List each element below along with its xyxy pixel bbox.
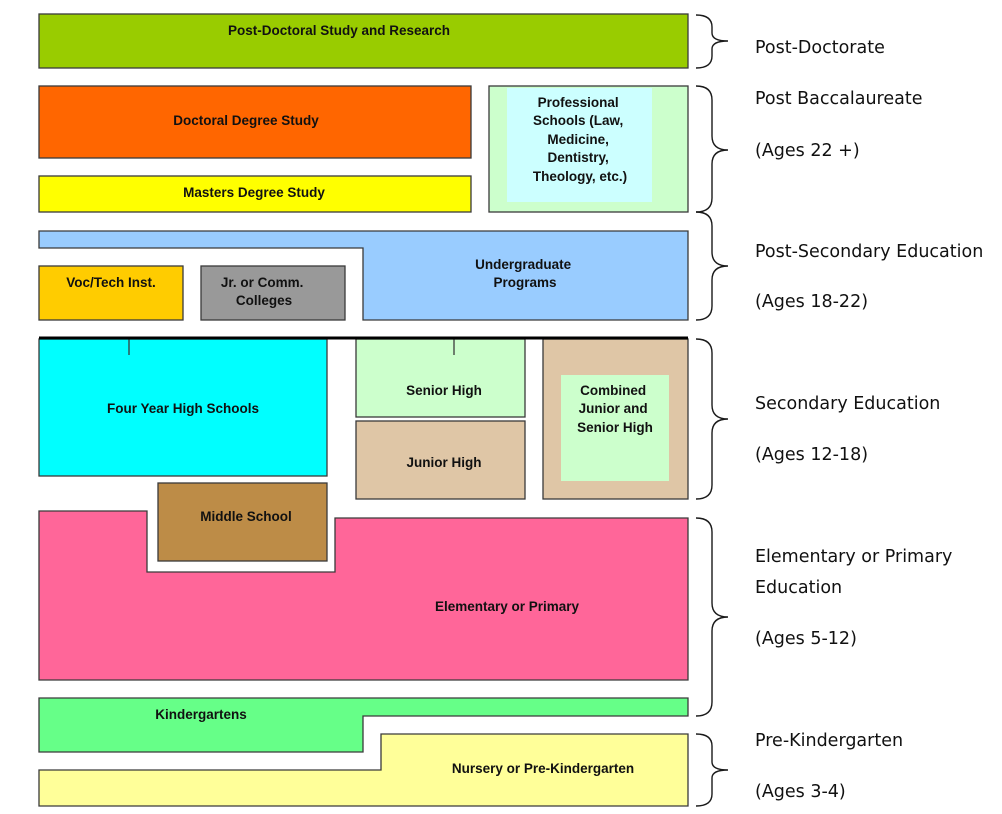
undergraduate-label: Undergraduate Programs: [475, 257, 575, 290]
level-secondary: Secondary Education: [755, 394, 940, 414]
block-kindergartens: Kindergartens: [38, 697, 689, 753]
combined-line: Combined: [580, 383, 646, 398]
level-post-baccalaureate: Post Baccalaureate: [755, 89, 922, 109]
professional-label: Professional Schools (Law, Medicine, Den…: [533, 95, 627, 184]
brace-post-secondary: [695, 211, 729, 321]
level-elementary-line1: Elementary or Primary: [755, 547, 952, 567]
voc-tech-label: Voc/Tech Inst.: [66, 275, 156, 290]
masters-shape: [38, 175, 472, 213]
block-elementary: Elementary or Primary: [38, 510, 689, 681]
doctoral-shape: [38, 85, 472, 159]
block-undergraduate: Undergraduate Programs: [38, 230, 689, 321]
undergraduate-shape: [38, 230, 689, 321]
middle-school-label: Middle School: [200, 509, 292, 524]
brace-pre-kindergarten: [695, 733, 729, 807]
combined-label: Combined Junior and Senior High: [577, 383, 653, 435]
jr-comm-line: Colleges: [236, 293, 292, 308]
professional-line: Professional: [538, 95, 619, 110]
level-elementary-line2: Education: [755, 578, 842, 598]
junior-high-label: Junior High: [407, 455, 482, 470]
brace-secondary: [695, 338, 729, 500]
nursery-shape: [38, 733, 689, 807]
block-masters: Masters Degree Study: [38, 175, 472, 213]
four-year-hs-label: Four Year High Schools: [107, 401, 259, 416]
block-nursery: Nursery or Pre-Kindergarten: [38, 733, 689, 807]
combined-line: Junior and: [579, 401, 648, 416]
brace-elementary: [695, 517, 729, 717]
level-pre-kindergarten: Pre-Kindergarten: [755, 731, 903, 751]
elementary-label: Elementary or Primary: [435, 599, 580, 614]
block-four-year-high-schools: Four Year High Schools: [38, 338, 328, 477]
block-middle-school: Middle School: [157, 482, 328, 562]
voc-tech-shape: [38, 265, 184, 321]
jr-comm-label: Jr. or Comm. Colleges: [221, 275, 307, 308]
four-year-hs-shape: [38, 338, 328, 477]
undergraduate-line: Undergraduate: [475, 257, 572, 272]
post-doctoral-shape: [38, 13, 689, 69]
block-professional-schools: Professional Schools (Law, Medicine, Den…: [488, 85, 689, 213]
middle-school-shape: [157, 482, 328, 562]
level-secondary-ages: (Ages 12-18): [755, 445, 868, 465]
brace-post-doctorate: [695, 14, 729, 69]
block-junior-high: Junior High: [355, 420, 526, 500]
professional-line: Theology, etc.): [533, 169, 627, 184]
block-jr-comm-colleges: Jr. or Comm. Colleges: [200, 265, 346, 321]
brace-post-baccalaureate: [695, 85, 729, 213]
block-voc-tech: Voc/Tech Inst.: [38, 265, 184, 321]
senior-high-shape: [355, 338, 526, 418]
level-post-doctorate: Post-Doctorate: [755, 38, 885, 58]
elementary-shape: [38, 510, 689, 681]
professional-line: Schools (Law,: [533, 113, 623, 128]
junior-high-shape: [355, 420, 526, 500]
level-pre-kindergarten-ages: (Ages 3-4): [755, 782, 846, 802]
senior-high-label: Senior High: [406, 383, 482, 398]
masters-label: Masters Degree Study: [183, 185, 325, 200]
block-post-doctoral: Post-Doctoral Study and Research: [38, 13, 689, 69]
block-doctoral: Doctoral Degree Study: [38, 85, 472, 159]
jr-comm-shape: [200, 265, 346, 321]
combined-line: Senior High: [577, 420, 653, 435]
professional-inner-shape: [507, 88, 652, 202]
level-post-secondary-ages: (Ages 18-22): [755, 292, 868, 312]
professional-line: Dentistry,: [547, 150, 608, 165]
professional-line: Medicine,: [547, 132, 609, 147]
kindergartens-label: Kindergartens: [155, 707, 247, 722]
level-elementary-ages: (Ages 5-12): [755, 629, 857, 649]
post-doctoral-label: Post-Doctoral Study and Research: [228, 23, 450, 38]
level-post-baccalaureate-ages: (Ages 22 +): [755, 141, 860, 161]
combined-inner-shape: [561, 375, 669, 481]
doctoral-label: Doctoral Degree Study: [173, 113, 319, 128]
block-combined-high: Combined Junior and Senior High: [542, 338, 689, 500]
undergraduate-line: Programs: [493, 275, 556, 290]
level-post-secondary: Post-Secondary Education: [755, 242, 983, 262]
nursery-label: Nursery or Pre-Kindergarten: [452, 761, 634, 776]
kindergartens-shape: [38, 697, 689, 753]
jr-comm-line: Jr. or Comm.: [221, 275, 304, 290]
block-senior-high: Senior High: [355, 338, 526, 418]
